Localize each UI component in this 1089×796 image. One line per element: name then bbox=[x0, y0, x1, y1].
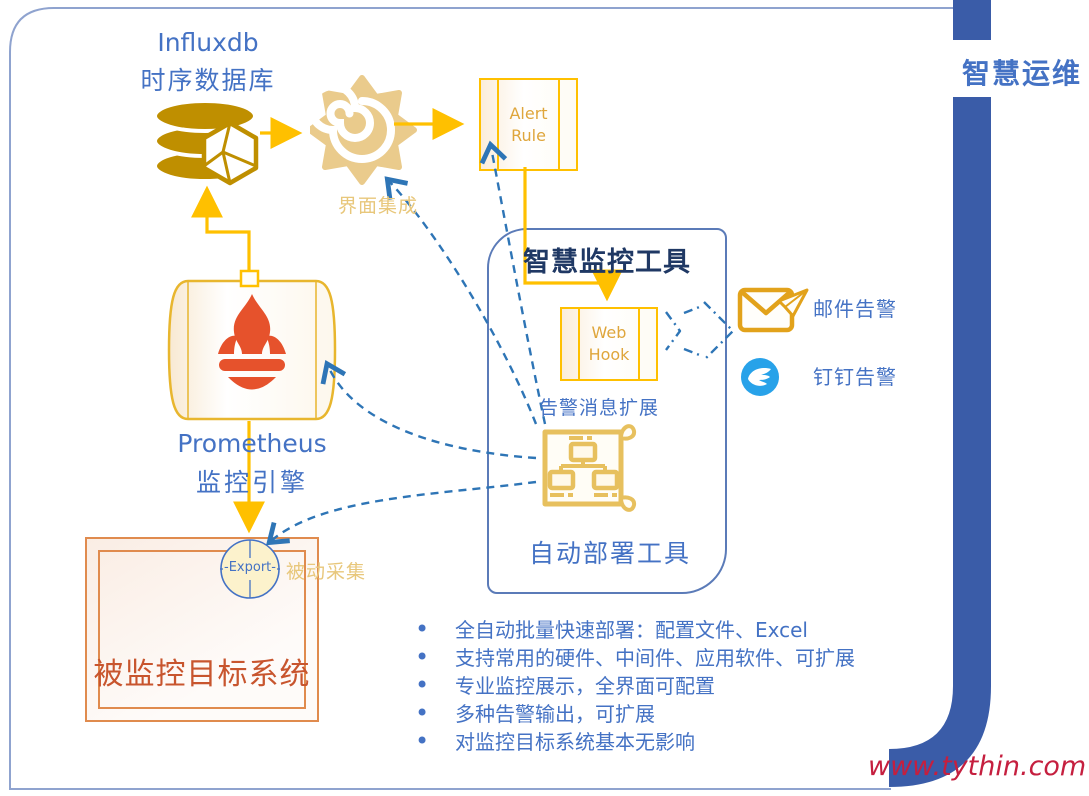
dingtalk-alert-label: 钉钉告警 bbox=[813, 365, 897, 389]
smart-monitor-title: 智慧监控工具 bbox=[523, 247, 691, 278]
monitored-target-inner-border bbox=[98, 550, 306, 709]
monitored-target-system-box: 被监控目标系统 bbox=[85, 537, 319, 722]
influxdb-database-icon bbox=[150, 98, 268, 188]
band-title: 智慧运维 bbox=[962, 57, 1083, 90]
grafana-integration-label: 界面集成 bbox=[338, 195, 419, 217]
email-alert-label: 邮件告警 bbox=[813, 297, 897, 321]
feature-bullet: 多种告警输出，可扩展 bbox=[413, 699, 973, 728]
webhook-box: Web Hook bbox=[560, 307, 658, 381]
passive-collect-label: 被动采集 bbox=[286, 561, 367, 583]
monitored-target-label: 被监控目标系统 bbox=[93, 657, 311, 692]
feature-bullet: 支持常用的硬件、中间件、应用软件、可扩展 bbox=[413, 643, 973, 672]
export-label: -Export- bbox=[223, 560, 277, 575]
webhook-label: Web Hook bbox=[588, 323, 630, 364]
feature-bullet: 全自动批量快速部署：配置文件、Excel bbox=[413, 615, 973, 644]
webhook-side-line bbox=[638, 309, 640, 379]
dingtalk-icon bbox=[740, 357, 780, 397]
influxdb-title: Influxdb bbox=[157, 28, 259, 57]
prometheus-title: Prometheus bbox=[177, 429, 327, 458]
webhook-side-line bbox=[578, 309, 580, 379]
prometheus-cylinder bbox=[164, 276, 340, 424]
feature-bullet: 专业监控展示，全界面可配置 bbox=[413, 671, 973, 700]
feature-bullet-list: 全自动批量快速部署：配置文件、Excel 支持常用的硬件、中间件、应用软件、可扩… bbox=[413, 615, 973, 756]
alert-rule-side-line bbox=[558, 80, 560, 169]
prometheus-flame-icon bbox=[218, 294, 286, 390]
alert-extension-label: 告警消息扩展 bbox=[539, 397, 660, 419]
website-watermark: www.tythin.com bbox=[868, 751, 1087, 782]
alert-rule-side-line bbox=[497, 80, 499, 169]
prometheus-subtitle: 监控引擎 bbox=[195, 468, 308, 497]
influxdb-subtitle: 时序数据库 bbox=[140, 66, 276, 95]
feature-bullet: 对监控目标系统基本无影响 bbox=[413, 727, 973, 756]
side-band bbox=[889, 0, 991, 787]
deploy-blueprint-icon bbox=[531, 416, 645, 516]
email-icon bbox=[735, 281, 811, 335]
grafana-icon bbox=[310, 72, 418, 186]
deploy-tool-label: 自动部署工具 bbox=[528, 539, 691, 568]
alert-rule-box: Alert Rule bbox=[479, 78, 578, 171]
alert-rule-label: Alert Rule bbox=[509, 103, 548, 145]
